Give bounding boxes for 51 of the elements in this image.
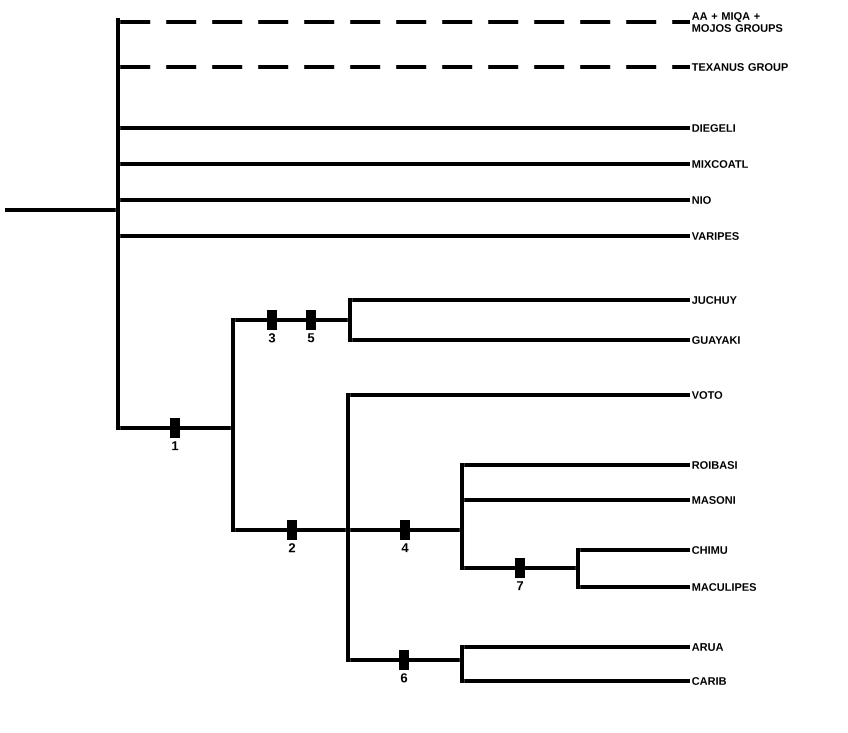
branch-line — [120, 234, 690, 238]
branch-line — [464, 679, 690, 683]
branch-line — [350, 528, 460, 532]
character-number: 1 — [172, 441, 178, 450]
clade-bar — [576, 548, 580, 589]
taxon-label: VARIPES — [692, 232, 739, 240]
taxon-label: ARUA — [692, 643, 724, 651]
clade-bar — [460, 645, 464, 683]
branch-line — [352, 298, 690, 302]
taxon-label: JUCHUY — [692, 296, 737, 304]
branch-line — [352, 338, 690, 342]
taxon-label: TEXANUS GROUP — [692, 63, 788, 71]
taxon-label: DIEGELI — [692, 124, 735, 132]
branch-line — [464, 498, 690, 502]
branch-line — [5, 208, 116, 212]
character-number: 5 — [308, 333, 314, 342]
clade-bar — [348, 298, 352, 342]
clade-bar — [460, 463, 464, 570]
branch-line — [580, 548, 690, 552]
taxon-label: NIO — [692, 196, 711, 204]
taxon-label: MASONI — [692, 496, 735, 504]
taxon-label: MIXCOATL — [692, 160, 748, 168]
clade-bar — [116, 18, 120, 430]
character-number: 3 — [268, 333, 276, 342]
taxon-label: MACULIPES — [692, 583, 756, 591]
taxon-label: CHIMU — [692, 546, 728, 554]
clade-bar — [231, 318, 235, 532]
branch-line — [120, 126, 690, 130]
branch-line — [235, 528, 346, 532]
branch-line — [350, 658, 460, 662]
branch-line — [120, 162, 690, 166]
character-number: 2 — [288, 543, 296, 552]
branch-line — [580, 585, 690, 589]
branch-line — [235, 318, 348, 322]
taxon-label: CARIB — [692, 677, 726, 685]
character-number: 6 — [400, 673, 408, 682]
taxon-label: VOTO — [692, 391, 722, 399]
branch-line — [120, 198, 690, 202]
branch-line — [120, 426, 231, 430]
branch-line — [464, 645, 690, 649]
branch-line — [350, 393, 690, 397]
branch-line — [120, 20, 690, 24]
character-number: 7 — [516, 581, 524, 590]
clade-bar — [346, 393, 350, 662]
taxon-label: ROIBASI — [692, 461, 737, 469]
branch-line — [120, 65, 690, 69]
taxon-label: GUAYAKI — [692, 336, 740, 344]
branch-line — [464, 463, 690, 467]
taxon-label: AA + MIQA + MOJOS GROUPS — [692, 12, 782, 32]
character-number: 4 — [402, 543, 409, 552]
branch-line — [464, 566, 576, 570]
